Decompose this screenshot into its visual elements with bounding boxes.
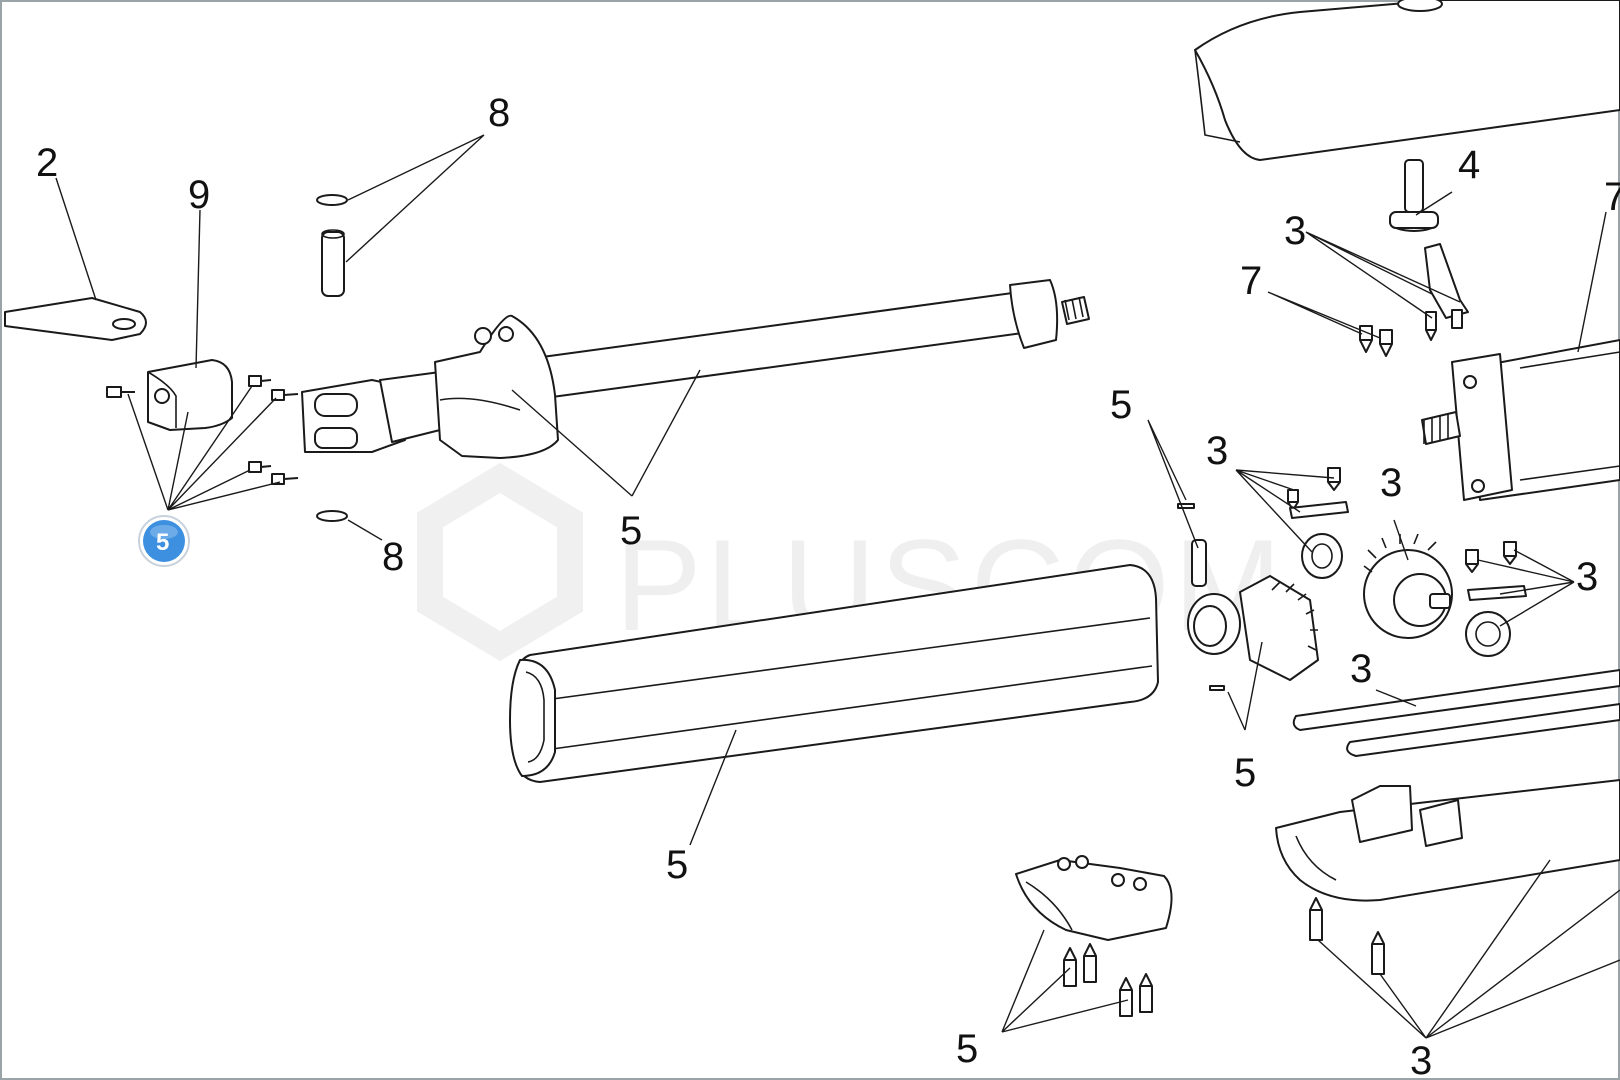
label-5-pins-bottom: 5	[1234, 751, 1256, 795]
part-cover-screws[interactable]	[106, 375, 299, 485]
part-intermediate-gear[interactable]	[1287, 467, 1453, 639]
callout-labels: 2 9 8 8 5 5 5 5 5 4 3 7 7 3 3 3 3 3	[36, 91, 1620, 1080]
label-5-endcap: 5	[956, 1027, 978, 1071]
highlight-badge[interactable]: 5	[138, 515, 190, 567]
label-5-pins-top: 5	[1110, 383, 1132, 427]
label-3-bottom: 3	[1410, 1039, 1432, 1080]
label-3-strips: 3	[1350, 647, 1372, 691]
label-7-motor: 7	[1604, 175, 1620, 219]
part-end-cap[interactable]	[1015, 855, 1173, 1017]
label-7-screws: 7	[1240, 259, 1262, 303]
label-3-right: 3	[1576, 555, 1598, 599]
leader-lines	[55, 134, 1620, 1039]
part-bracket-plate[interactable]	[4, 297, 147, 341]
part-end-cover[interactable]	[147, 359, 233, 431]
label-8-bottom: 8	[382, 535, 404, 579]
part-motor-screws[interactable]	[1359, 325, 1393, 357]
part-upper-housing[interactable]	[1194, 0, 1620, 161]
label-9: 9	[188, 173, 210, 217]
part-aluminum-profile[interactable]	[509, 564, 1159, 783]
label-8-top: 8	[488, 91, 510, 135]
part-actuator-tube[interactable]	[301, 279, 1090, 459]
part-seal-strips[interactable]	[1292, 669, 1620, 757]
part-lower-housing[interactable]	[1275, 779, 1620, 975]
label-4: 4	[1458, 143, 1480, 187]
label-3-top: 3	[1284, 209, 1306, 253]
watermark-logo-icon	[417, 462, 583, 662]
label-3-gear-center: 3	[1380, 461, 1402, 505]
label-5-profile: 5	[666, 843, 688, 887]
part-pin-and-circlips[interactable]	[316, 194, 348, 522]
label-2: 2	[36, 141, 58, 185]
part-limit-lever[interactable]	[1424, 243, 1469, 341]
label-5-tube: 5	[620, 509, 642, 553]
part-bushing-group[interactable]	[1465, 541, 1527, 657]
label-3-gear-left: 3	[1206, 429, 1228, 473]
badge-label: 5	[156, 529, 169, 556]
part-shaft[interactable]	[1389, 159, 1439, 232]
badge-circle	[143, 520, 185, 562]
part-motor[interactable]	[1421, 339, 1620, 501]
